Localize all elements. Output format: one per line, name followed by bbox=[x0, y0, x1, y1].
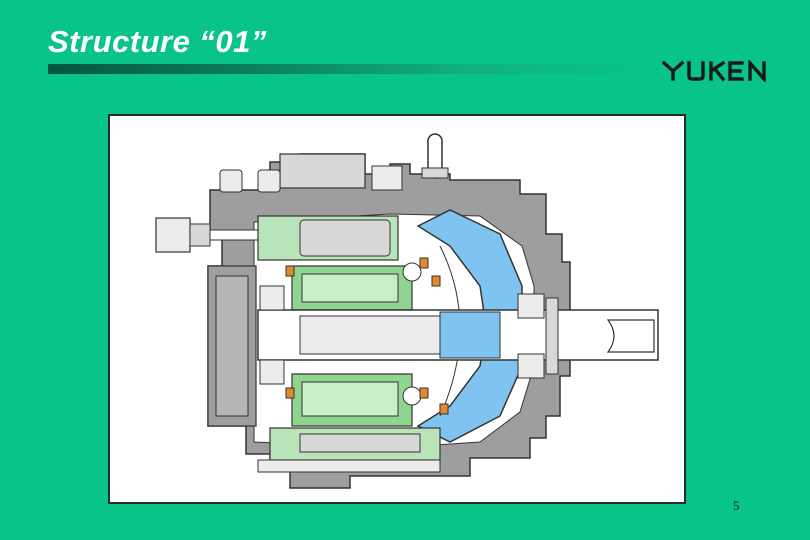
thrust-pad-3 bbox=[419, 387, 429, 399]
adjust-screw-nut bbox=[189, 223, 211, 247]
slide-title: Structure “01” bbox=[48, 24, 267, 59]
bolt-head-left bbox=[219, 169, 243, 193]
rear-bearing bbox=[259, 285, 285, 311]
upper-port-block bbox=[279, 153, 366, 189]
shaft-spline bbox=[299, 315, 441, 355]
thrust-pad-6 bbox=[285, 387, 295, 399]
title-underline bbox=[48, 64, 648, 74]
shaft-sleeve bbox=[439, 311, 501, 359]
page-number: 5 bbox=[733, 498, 740, 513]
drain-plug bbox=[371, 165, 403, 191]
piston-shoe-lower bbox=[402, 386, 422, 406]
thrust-pad-2 bbox=[431, 275, 441, 287]
adjust-screw-shaft bbox=[209, 229, 259, 241]
bolt-head-right bbox=[257, 169, 281, 193]
pump-cross-section-diagram bbox=[155, 133, 659, 489]
front-bearing bbox=[517, 293, 545, 319]
yuken-logo bbox=[662, 60, 766, 82]
shaft-seal bbox=[545, 297, 559, 375]
adjust-screw-head bbox=[155, 217, 191, 253]
bottom-plate bbox=[257, 459, 441, 473]
thrust-pad-1 bbox=[419, 257, 429, 269]
thrust-pad-5 bbox=[285, 265, 295, 277]
thrust-pad-4 bbox=[439, 403, 449, 415]
piston-shoe-upper bbox=[402, 262, 422, 282]
shaft-keyway bbox=[606, 319, 655, 353]
